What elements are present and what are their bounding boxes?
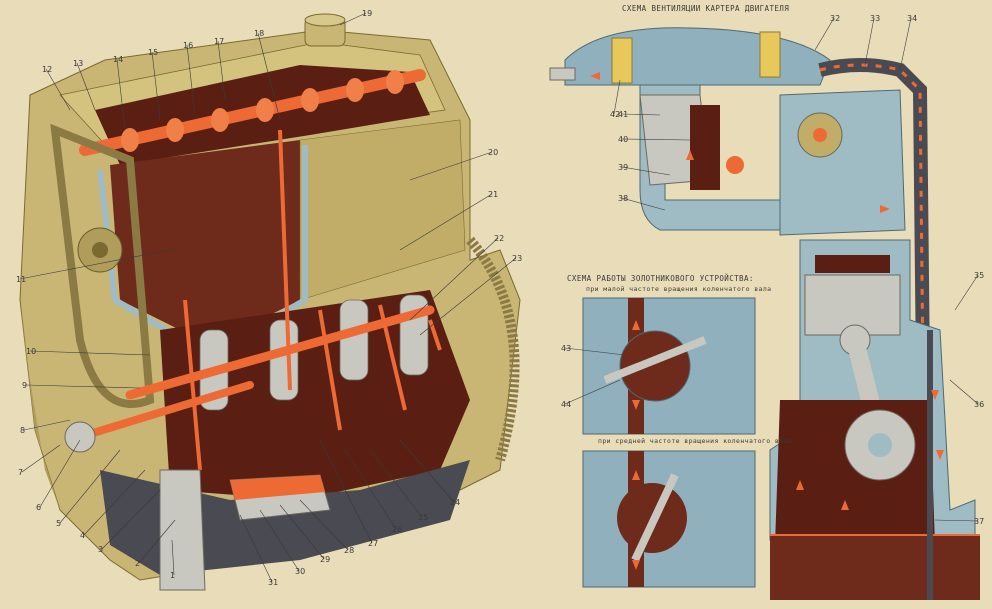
callout-25: 25 xyxy=(418,513,428,522)
callout-40: 40 xyxy=(618,135,628,144)
callout-11: 11 xyxy=(16,275,26,284)
callout-29: 29 xyxy=(320,555,330,564)
callout-leader-36 xyxy=(949,379,979,405)
callout-12: 12 xyxy=(42,65,52,74)
callout-27: 27 xyxy=(368,539,378,548)
callout-41: 41 xyxy=(618,110,628,119)
callout-leader-38 xyxy=(621,197,666,211)
callout-leader-39 xyxy=(621,166,671,176)
callout-38: 38 xyxy=(618,194,628,203)
callout-leader-42 xyxy=(613,79,621,115)
callout-leader-1 xyxy=(171,539,175,576)
callout-39: 39 xyxy=(618,163,628,172)
callout-leader-25 xyxy=(369,449,423,518)
callout-1: 1 xyxy=(170,571,175,580)
callout-leader-10 xyxy=(29,350,151,356)
callout-44: 44 xyxy=(561,400,571,409)
callout-20: 20 xyxy=(488,148,498,157)
callout-leader-5 xyxy=(59,449,121,524)
callout-24: 24 xyxy=(450,498,460,507)
callout-leader-44 xyxy=(564,379,621,405)
callout-leader-13 xyxy=(76,62,96,111)
callout-16: 16 xyxy=(183,41,193,50)
low-rpm-caption: при малой частоте вращения коленчатого в… xyxy=(586,285,771,293)
engine-cutaway xyxy=(19,13,521,591)
callout-3: 3 xyxy=(98,545,103,554)
callout-2: 2 xyxy=(135,559,140,568)
callout-leader-26 xyxy=(344,449,397,530)
callout-leader-17 xyxy=(217,40,226,101)
callout-34: 34 xyxy=(907,14,917,23)
callout-leader-15 xyxy=(151,51,161,121)
spool-title: СХЕМА РАБОТЫ ЗОЛОТНИКОВОГО УСТРОЙСТВА: xyxy=(567,274,754,283)
callout-leader-20 xyxy=(409,151,493,181)
callout-17: 17 xyxy=(214,37,224,46)
callout-18: 18 xyxy=(254,29,264,38)
spool-valve-panels xyxy=(582,297,756,588)
callout-leader-33 xyxy=(864,17,875,66)
callout-leader-3 xyxy=(101,489,161,550)
callout-leader-16 xyxy=(186,44,196,116)
callout-37: 37 xyxy=(974,517,984,526)
callout-13: 13 xyxy=(73,59,83,68)
callout-leader-22 xyxy=(409,237,499,321)
callout-leader-40 xyxy=(621,138,691,141)
callout-leader-29 xyxy=(279,504,325,560)
callout-leader-11 xyxy=(19,247,181,280)
callout-21: 21 xyxy=(488,190,498,199)
callout-leader-37 xyxy=(934,519,979,522)
callout-leader-24 xyxy=(399,439,455,503)
callout-leader-9 xyxy=(25,384,141,389)
callout-43: 43 xyxy=(561,344,571,353)
callout-leader-43 xyxy=(564,347,626,356)
callout-leader-18 xyxy=(257,32,281,121)
callout-leader-7 xyxy=(21,444,61,473)
callout-8: 8 xyxy=(20,426,25,435)
mid-rpm-caption: при средней частоте вращения коленчатого… xyxy=(598,437,792,445)
callout-leader-34 xyxy=(899,17,912,71)
callout-28: 28 xyxy=(344,546,354,555)
callout-42: 42 xyxy=(610,110,620,119)
callout-leader-19 xyxy=(339,12,367,26)
callout-31: 31 xyxy=(268,578,278,587)
callout-14: 14 xyxy=(113,55,123,64)
callout-10: 10 xyxy=(26,347,36,356)
callout-9: 9 xyxy=(22,381,27,390)
callout-23: 23 xyxy=(512,254,522,263)
callout-5: 5 xyxy=(56,519,61,528)
callout-leader-23 xyxy=(419,257,517,336)
callout-30: 30 xyxy=(295,567,305,576)
callout-leader-4 xyxy=(83,469,146,536)
callout-leader-27 xyxy=(319,439,373,544)
callout-leader-28 xyxy=(299,499,349,551)
callout-leader-14 xyxy=(116,58,126,131)
callout-7: 7 xyxy=(18,468,23,477)
callout-32: 32 xyxy=(830,14,840,23)
callout-6: 6 xyxy=(36,503,41,512)
callout-leader-2 xyxy=(138,519,176,564)
callout-leader-30 xyxy=(259,509,300,572)
callout-15: 15 xyxy=(148,48,158,57)
callout-leader-21 xyxy=(399,193,493,251)
callout-leader-41 xyxy=(621,113,661,116)
callout-26: 26 xyxy=(392,525,402,534)
callout-4: 4 xyxy=(80,531,85,540)
callout-leader-12 xyxy=(45,68,71,111)
callout-leader-6 xyxy=(39,439,81,508)
callout-19: 19 xyxy=(362,9,372,18)
callout-35: 35 xyxy=(974,271,984,280)
callout-leader-8 xyxy=(23,419,71,431)
callout-33: 33 xyxy=(870,14,880,23)
callout-22: 22 xyxy=(494,234,504,243)
callout-leader-31 xyxy=(239,514,273,583)
callout-36: 36 xyxy=(974,400,984,409)
callout-leader-35 xyxy=(954,274,979,311)
ventilation-title: СХЕМА ВЕНТИЛЯЦИИ КАРТЕРА ДВИГАТЕЛЯ xyxy=(622,4,789,13)
callout-leader-32 xyxy=(814,17,835,51)
